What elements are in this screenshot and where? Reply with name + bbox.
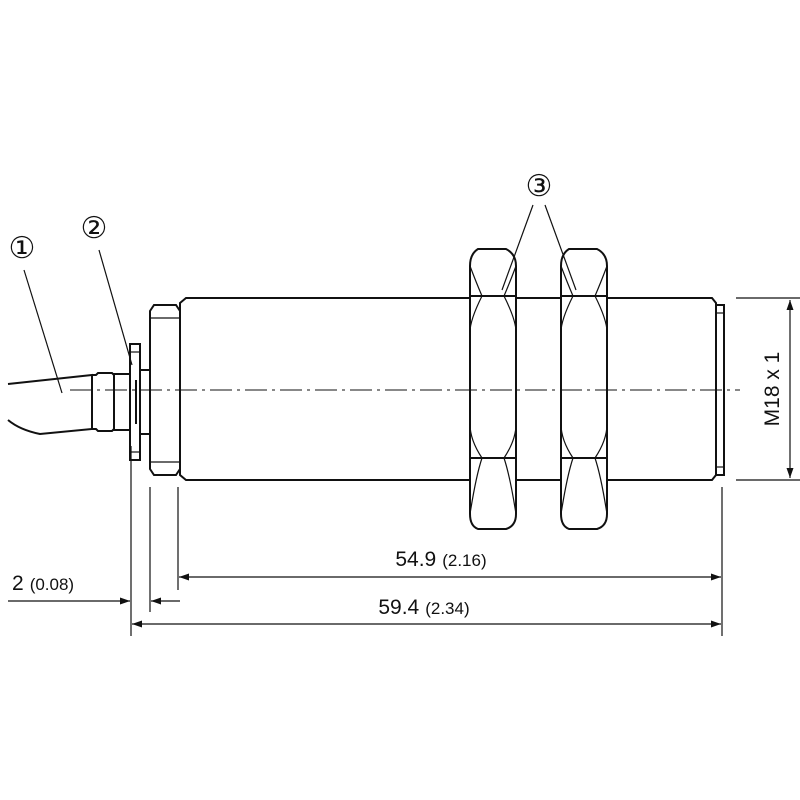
callout-leaders [23,204,577,394]
mounting-nut-1 [469,248,517,530]
cable-gland [92,372,131,432]
cable [7,373,93,436]
extension-lines [130,446,723,636]
flange-label: 2 (0.08) [12,572,74,595]
sensor-housing [179,297,725,481]
mounting-nut-2 [560,248,608,530]
flange-value: 2 [12,572,24,595]
overall-length-imperial: (2.34) [425,599,469,618]
thread-size-label: M18 x 1 [761,352,784,427]
flange-imperial: (0.08) [30,575,74,594]
body-length-imperial: (2.16) [442,551,486,570]
callout-3: ③ [526,169,553,204]
overall-length-value: 59.4 [378,596,419,619]
body-length-label: 54.9 (2.16) [395,548,486,571]
overall-length-label: 59.4 (2.34) [378,596,469,619]
callout-2: ② [81,211,108,246]
body-length-value: 54.9 [395,548,436,571]
callout-1: ① [9,231,36,266]
thread-dimension [736,297,800,481]
